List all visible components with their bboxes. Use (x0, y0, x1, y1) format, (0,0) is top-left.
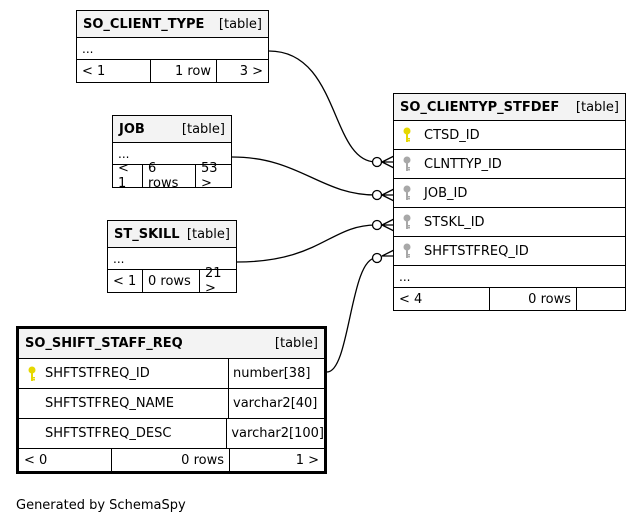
parent-count[interactable]: < 1 (118, 161, 129, 191)
row-count: 6 rows (142, 161, 195, 191)
rel-st-skill (236, 224, 377, 263)
column-row[interactable]: CLNTTYP_ID (394, 150, 625, 179)
table-header: SO_CLIENT_TYPE [table] (77, 11, 268, 38)
column-name: SHFTSTFREQ_ID (45, 366, 150, 381)
table-ellipsis: ... (108, 248, 236, 270)
column-name: CTSD_ID (424, 127, 480, 143)
table-footer: < 1 6 rows 53 > (113, 161, 231, 191)
table-footer: < 0 0 rows 1 > (19, 449, 324, 471)
table-kind: [table] (186, 226, 230, 242)
column-row[interactable]: SHFTSTFREQ_DESC varchar2[100] (19, 419, 324, 449)
table-header: JOB [table] (113, 116, 231, 143)
rel-shift-staff-req (326, 257, 377, 373)
table-name: JOB (119, 121, 145, 137)
table-footer: < 1 1 row 3 > (77, 60, 268, 82)
table-kind: [table] (181, 121, 225, 137)
foreign-key-icon (400, 156, 414, 172)
column-row[interactable]: SHFTSTFREQ_ID (394, 237, 625, 266)
parent-count[interactable]: < 0 (24, 452, 48, 468)
table-ellipsis: ... (77, 38, 268, 60)
column-name: SHFTSTFREQ_DESC (45, 426, 172, 441)
table-kind: [table] (575, 99, 619, 115)
primary-key-icon (400, 127, 414, 143)
table-ellipsis: ... (113, 143, 231, 165)
table-footer: < 1 0 rows 21 > (108, 266, 236, 296)
table-header: ST_SKILL [table] (108, 221, 236, 248)
table-name: SO_CLIENTYP_STFDEF (400, 99, 560, 115)
child-count[interactable]: 1 > (229, 449, 324, 471)
foreign-key-icon (400, 243, 414, 259)
column-name: JOB_ID (424, 185, 468, 201)
table-name: SO_CLIENT_TYPE (83, 16, 205, 32)
table-so-shift-staff-req[interactable]: SO_SHIFT_STAFF_REQ [table] SHFTSTFREQ_ID… (16, 326, 327, 474)
table-header: SO_CLIENTYP_STFDEF [table] (394, 94, 625, 121)
table-footer: < 4 0 rows (394, 288, 625, 310)
column-name: STSKL_ID (424, 214, 485, 230)
child-count[interactable]: 21 > (199, 266, 236, 296)
parent-count[interactable]: < 1 (82, 63, 106, 79)
column-row[interactable]: CTSD_ID (394, 121, 625, 150)
column-name: CLNTTYP_ID (424, 156, 502, 172)
table-st-skill[interactable]: ST_SKILL [table] ... < 1 0 rows 21 > (107, 220, 237, 296)
row-count: 0 rows (489, 288, 576, 310)
column-row[interactable]: STSKL_ID (394, 208, 625, 237)
column-row[interactable]: SHFTSTFREQ_ID number[38] (19, 359, 324, 389)
table-kind: [table] (274, 336, 318, 351)
column-name: SHFTSTFREQ_NAME (45, 396, 174, 411)
column-type: number[38] (233, 366, 311, 381)
column-type: varchar2[100] (231, 426, 324, 441)
child-count[interactable]: 3 > (216, 60, 268, 82)
column-name: SHFTSTFREQ_ID (424, 243, 529, 259)
table-so-client-type[interactable]: SO_CLIENT_TYPE [table] ... < 1 1 row 3 > (76, 10, 269, 83)
rel-job (231, 156, 377, 196)
row-count: 0 rows (142, 270, 199, 292)
row-count: 0 rows (111, 449, 229, 471)
column-row[interactable]: JOB_ID (394, 179, 625, 208)
table-name: SO_SHIFT_STAFF_REQ (25, 336, 183, 351)
row-count: 1 row (150, 60, 216, 82)
column-row[interactable]: SHFTSTFREQ_NAME varchar2[40] (19, 389, 324, 419)
child-count[interactable]: 53 > (195, 161, 231, 191)
primary-key-icon (25, 366, 39, 382)
child-count[interactable] (576, 288, 625, 310)
foreign-key-icon (400, 214, 414, 230)
parent-count[interactable]: < 1 (113, 273, 137, 289)
table-ellipsis: ... (394, 266, 625, 288)
foreign-key-icon (400, 185, 414, 201)
column-type: varchar2[40] (233, 396, 318, 411)
parent-count[interactable]: < 4 (399, 291, 423, 307)
table-job[interactable]: JOB [table] ... < 1 6 rows 53 > (112, 115, 232, 191)
table-so-clientyp-stfdef[interactable]: SO_CLIENTYP_STFDEF [table] CTSD_ID CLNTTY… (393, 93, 626, 311)
generated-by-text: Generated by SchemaSpy (16, 498, 186, 513)
table-name: ST_SKILL (114, 226, 180, 242)
rel-client-type (268, 50, 377, 163)
table-kind: [table] (218, 16, 262, 32)
table-header: SO_SHIFT_STAFF_REQ [table] (19, 329, 324, 359)
